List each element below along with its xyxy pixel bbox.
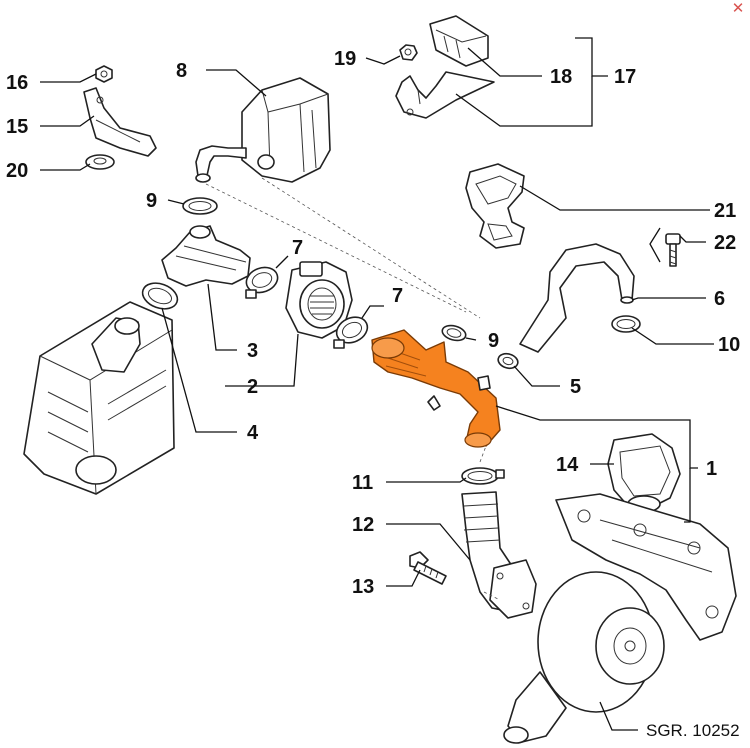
- callout-1: 1: [706, 458, 717, 480]
- callout-7-right: 7: [392, 285, 403, 307]
- part-8-resonator: [195, 77, 331, 183]
- callout-9-middle: 9: [488, 330, 499, 352]
- part-9-clamp-middle: [441, 324, 467, 342]
- callout-9-upper: 9: [146, 190, 157, 212]
- part-15-bracket: [83, 87, 157, 157]
- part-7-clamp-left: [245, 266, 279, 299]
- callout-21: 21: [714, 200, 736, 222]
- part-9-clamp-upper: [182, 197, 218, 215]
- reference-dashed-lines: [205, 177, 501, 601]
- callout-7-left: 7: [292, 237, 303, 259]
- part-11-clamp: [461, 467, 505, 485]
- callout-labels: 16 15 20 8 9 19 18 17 21 22 7 6 3 7 9 10…: [6, 48, 740, 740]
- callout-2: 2: [247, 376, 258, 398]
- callout-17: 17: [614, 66, 636, 88]
- callout-15: 15: [6, 116, 28, 138]
- part-20-grommet: [85, 154, 115, 170]
- part-4-clamp: [141, 282, 179, 310]
- part-12-pipe-flange: [461, 491, 537, 619]
- callout-3: 3: [247, 340, 258, 362]
- close-icon[interactable]: ✕: [731, 0, 745, 17]
- callout-13: 13: [352, 576, 374, 598]
- callout-18: 18: [550, 66, 572, 88]
- callout-4: 4: [247, 422, 259, 444]
- callout-16: 16: [6, 72, 28, 94]
- part-17-bracket-assembly: [395, 15, 495, 119]
- callout-19: 19: [334, 48, 356, 70]
- callout-11: 11: [352, 472, 373, 494]
- callout-10: 10: [718, 334, 740, 356]
- part-13-bolt: [409, 551, 447, 585]
- callout-22: 22: [714, 232, 736, 254]
- turbocharger-manifold: [503, 493, 737, 744]
- callout-12: 12: [352, 514, 374, 536]
- part-2-airflow-sensor: [285, 261, 353, 339]
- part-19-nut: [399, 44, 418, 61]
- part-6-hose: [519, 243, 635, 353]
- part-10-clamp: [611, 315, 641, 333]
- callout-8: 8: [176, 60, 187, 82]
- leader-lines: [40, 37, 714, 731]
- part-3-intake-duct: [161, 225, 251, 287]
- part-7-clamp-right: [333, 316, 369, 349]
- callout-20: 20: [6, 160, 28, 182]
- part-1-intake-pipe-highlighted: [371, 329, 501, 448]
- air-filter-housing: [23, 301, 175, 495]
- part-5-seal: [497, 352, 519, 370]
- part-22-bolt: [665, 233, 681, 267]
- callout-6: 6: [714, 288, 725, 310]
- callout-14: 14: [556, 454, 579, 476]
- reference-code: SGR. 10252: [646, 721, 740, 740]
- callout-5: 5: [570, 376, 581, 398]
- part-16-nut: [95, 65, 113, 83]
- part-21-clip: [465, 163, 525, 249]
